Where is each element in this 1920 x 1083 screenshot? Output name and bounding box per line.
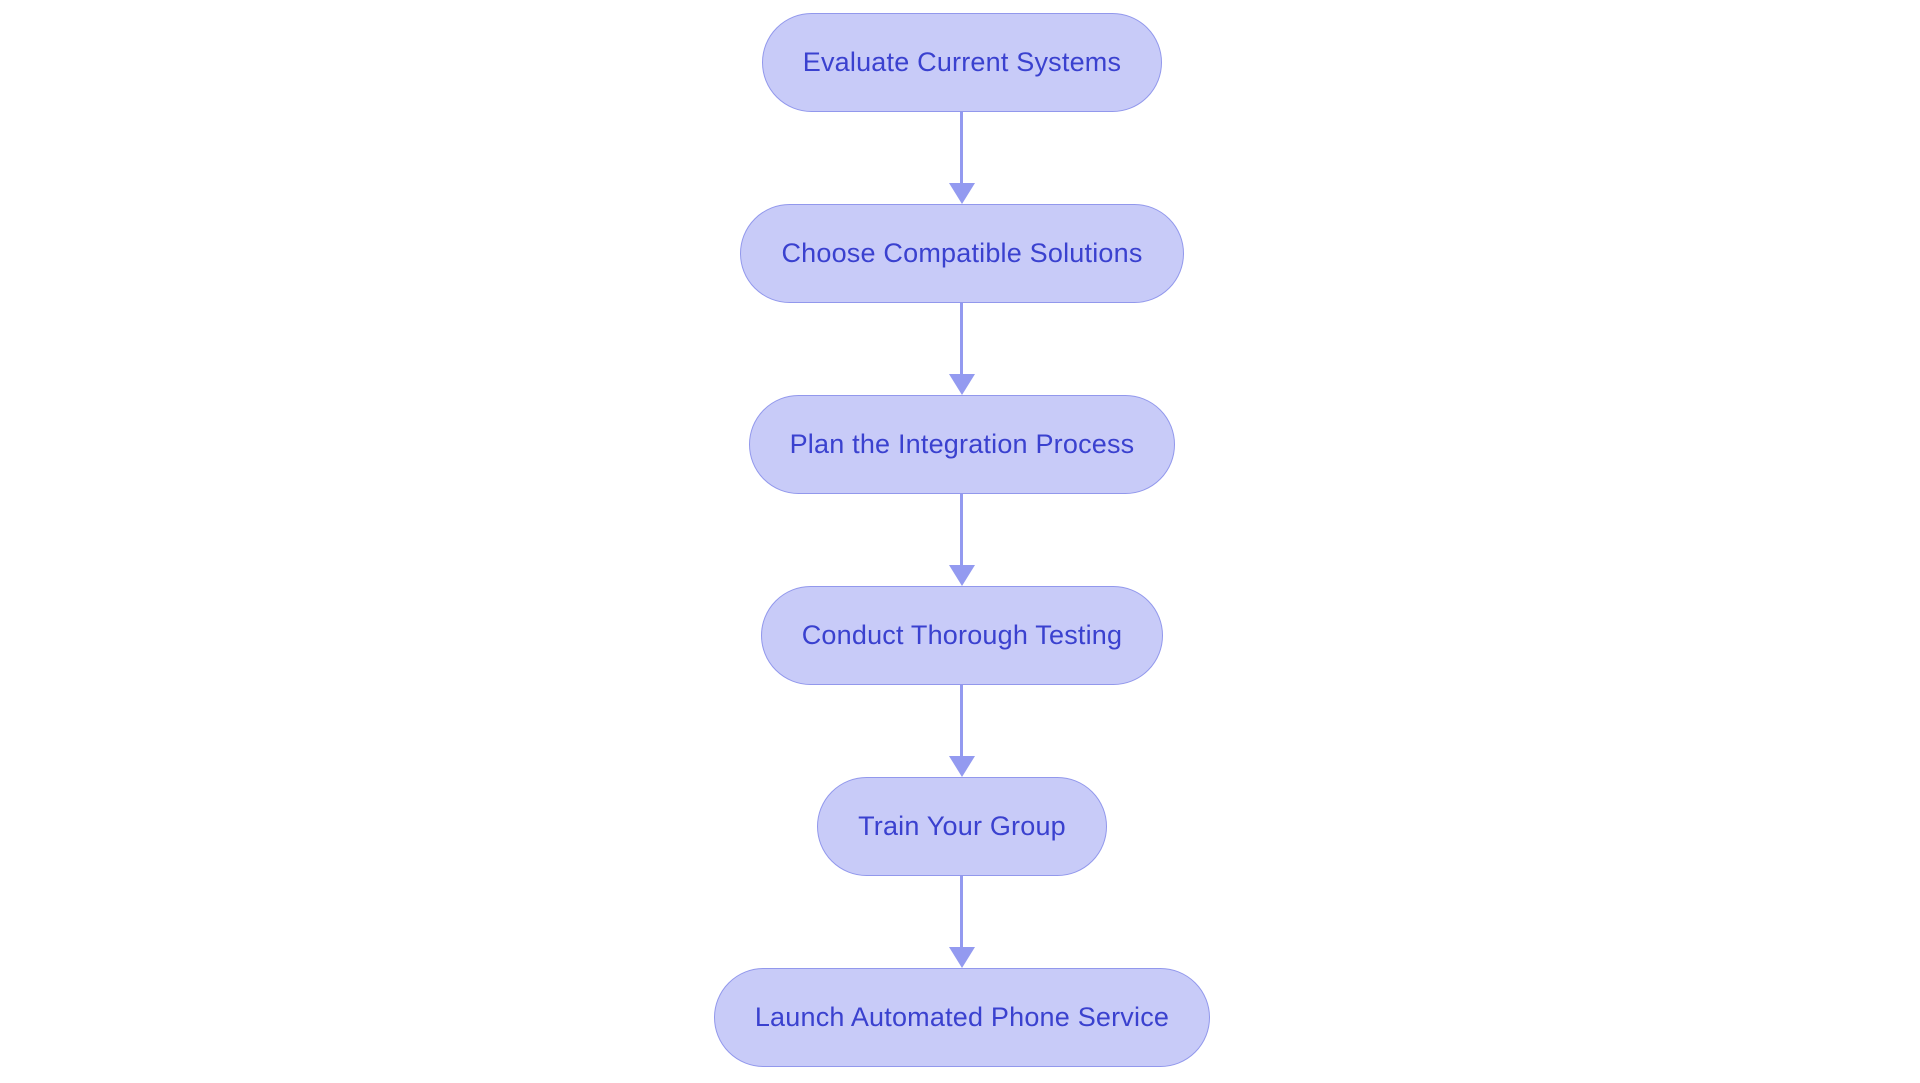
flow-node-launch-automated-phone-service: Launch Automated Phone Service [713, 968, 1211, 1067]
connector-arrow [948, 494, 975, 586]
connector-arrow [948, 303, 975, 395]
connector-line [960, 112, 964, 184]
flow-node-label: Plan the Integration Process [789, 429, 1135, 459]
arrow-down-icon [948, 565, 975, 586]
connector-line [960, 494, 964, 566]
connector-line [960, 876, 964, 948]
connector-line [960, 685, 964, 757]
flow-node-label: Conduct Thorough Testing [801, 620, 1123, 650]
arrow-down-icon [948, 947, 975, 968]
connector-line [960, 303, 964, 375]
flow-node-label: Train Your Group [858, 811, 1066, 841]
arrow-down-icon [948, 756, 975, 777]
flowchart-stack: Evaluate Current Systems Choose Compatib… [713, 13, 1211, 1067]
flow-node-conduct-thorough-testing: Conduct Thorough Testing [760, 586, 1164, 685]
flow-node-label: Evaluate Current Systems [802, 47, 1122, 77]
connector-arrow [948, 876, 975, 968]
flow-node-label: Launch Automated Phone Service [754, 1002, 1170, 1032]
flow-node-choose-compatible-solutions: Choose Compatible Solutions [740, 204, 1184, 303]
arrow-down-icon [948, 374, 975, 395]
flow-node-train-your-group: Train Your Group [817, 777, 1107, 876]
connector-arrow [948, 685, 975, 777]
flow-node-label: Choose Compatible Solutions [781, 238, 1143, 268]
flow-node-evaluate-current-systems: Evaluate Current Systems [761, 13, 1163, 112]
connector-arrow [948, 112, 975, 204]
arrow-down-icon [948, 183, 975, 204]
flow-node-plan-the-integration-process: Plan the Integration Process [748, 395, 1176, 494]
